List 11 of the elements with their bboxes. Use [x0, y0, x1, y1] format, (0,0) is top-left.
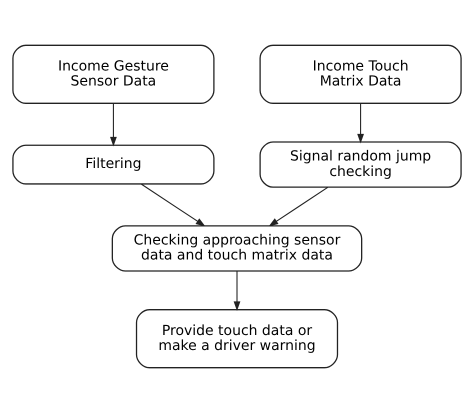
arrow	[140, 184, 206, 226]
node-box: Income Gesture Sensor Data	[12, 44, 215, 104]
arrow	[234, 271, 240, 312]
node-box: Income Touch Matrix Data	[259, 44, 462, 104]
node-box: Filtering	[12, 144, 215, 185]
node-box: Checking approaching sensor data and touch matrix data	[112, 225, 362, 272]
arrow	[268, 186, 328, 226]
node-box: Provide touch data or make a driver warning	[136, 309, 338, 368]
arrow	[357, 104, 364, 144]
arrow	[110, 104, 117, 147]
node-box: Signal random jump checking	[259, 141, 462, 188]
